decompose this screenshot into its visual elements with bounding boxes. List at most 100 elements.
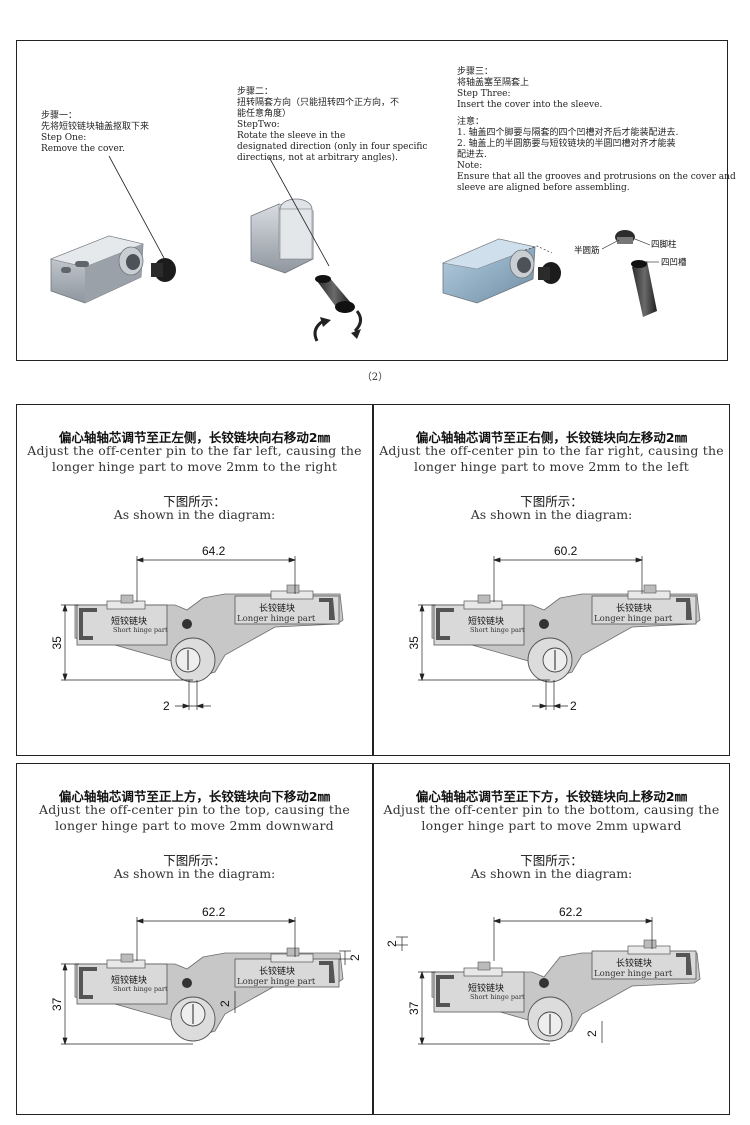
set-screw [539,619,549,629]
step-three-text: 步骤三： 将轴盖塞至隔套上 Step Three: Insert the cov… [457,67,736,194]
short-hinge-label-cn: 短铰链块 [468,615,504,627]
panel-shown-cn: 下图所示： [520,494,583,509]
short-hinge-label-en: Short hinge part [113,985,168,993]
long-hinge-block [234,595,340,625]
dimension-offset-b: 2 [585,1030,599,1037]
step-two-cn-text-1: 扭转隔套方向（只能扭转四个正方向，不 [237,98,400,108]
panel-en-line-1: Adjust the off-center pin to the far lef… [27,443,362,458]
short-rail-slot [436,975,454,1007]
panel-en-line-2: longer hinge part to move 2mm downward [55,818,334,833]
dimension-width: 64.2 [202,544,226,558]
callout-four-pin: 四脚柱 [651,239,677,250]
dimension-height: 37 [50,997,64,1011]
panel-en-line-2: longer hinge part to move 2mm to the lef… [414,459,689,474]
dimension-lines [61,556,297,710]
sleeve-rotation-image [250,156,362,342]
long-hinge-label-en: Longer hinge part [237,977,316,987]
panel-shown-en: As shown in the diagram: [470,507,633,522]
panel-en-line-1: Adjust the off-center pin to the bottom,… [383,802,720,817]
dimension-height: 37 [407,1001,421,1015]
panel-title: 偏心轴轴芯调节至正上方，长铰链块向下移动2㎜ [58,789,331,804]
long-screw-top [286,584,300,594]
dimension-height: 35 [50,636,64,650]
panel-shown-cn: 下图所示： [520,853,583,868]
step-two-en-title: StepTwo: [237,120,280,130]
panel-shown-en: As shown in the diagram: [113,866,276,881]
step-two-cn-text-2: 能任意角度） [237,109,292,119]
step-two-en-text-1: Rotate the sleeve in the [237,131,346,141]
step-one-en-title: Step One: [41,133,87,143]
step-two-en-text-3: directions, not at arbitrary angles). [237,153,398,163]
long-hinge-label-en: Longer hinge part [594,969,673,979]
panel-shown-cn: 下图所示： [163,494,226,509]
long-hinge-label-cn: 长铰链块 [259,602,295,614]
long-screw-top [286,947,300,957]
panel-shown-cn: 下图所示： [163,853,226,868]
dimension-lines [61,917,351,1046]
dimension-width: 62.2 [202,905,226,919]
short-screw-top [120,953,134,963]
step-three-cn-title: 步骤三： [457,67,494,77]
short-hinge-label-en: Short hinge part [113,626,168,634]
dimension-offset: 2 [385,940,399,947]
long-rail-slot [676,953,692,975]
set-screw [182,619,192,629]
note-en-1: Ensure that all the grooves and protrusi… [457,172,736,182]
long-rail-slot [319,598,335,620]
long-hinge-label-en: Longer hinge part [594,614,673,624]
step-one-cn-text: 先将短铰链块轴盖抠取下来 [41,122,150,132]
dimension-offset: 2 [570,699,577,713]
short-screw-top [477,961,491,971]
short-hinge-block-image [50,155,176,304]
short-hinge-label-cn: 短铰链块 [468,982,504,994]
figure-caption: （2） [361,372,389,383]
panel-title: 偏心轴轴芯调节至正左侧，长铰链块向右移动2㎜ [58,430,331,445]
short-hinge-label-cn: 短铰链块 [111,974,147,986]
assembly-steps-box: 步骤一： 先将短铰链块轴盖抠取下来 Step One: Remove the c… [16,40,736,361]
step-three-en-text: Insert the cover into the sleeve. [457,100,603,110]
callout-half-rib: 半圆筋 [574,245,600,256]
long-rail-slot [319,961,335,983]
adjustment-panel-bottom: 偏心轴轴芯调节至正下方，长铰链块向上移动2㎜ Adjust the off-ce… [373,763,730,1115]
note-cn-1: 1. 轴盖四个脚要与隔套的四个凹槽对齐后才能装配进去. [457,128,679,138]
step-one-en-text: Remove the cover. [41,144,125,154]
panel-en-line-1: Adjust the off-center pin to the far rig… [379,443,724,458]
step-one-text: 步骤一： 先将短铰链块轴盖抠取下来 Step One: Remove the c… [41,111,149,155]
dimension-width: 62.2 [559,905,583,919]
note-cn-2b: 配进去. [457,150,487,160]
dimension-offset: 2 [348,954,362,961]
long-hinge-label-cn: 长铰链块 [616,957,652,969]
panel-title: 偏心轴轴芯调节至正下方，长铰链块向上移动2㎜ [415,789,688,804]
short-rail-slot [79,967,97,999]
note-cn-title: 注意： [457,117,485,127]
short-hinge-label-en: Short hinge part [470,993,525,1001]
adjustment-panel-right: 偏心轴轴芯调节至正右侧，长铰链块向左移动2㎜ Adjust the off-ce… [373,404,730,756]
long-rail-slot [676,598,692,620]
step-two-cn-title: 步骤二： [237,87,274,97]
note-en-title: Note: [457,161,483,171]
cover-insert-image: 半圆筋 四脚柱 四凹槽 [441,230,687,317]
panel-title: 偏心轴轴芯调节至正右侧，长铰链块向左移动2㎜ [415,430,688,445]
callout-four-groove: 四凹槽 [661,257,687,268]
panel-shown-en: As shown in the diagram: [470,866,633,881]
step-two-en-text-2: designated direction (only in four speci… [237,142,428,152]
dimension-height: 35 [407,636,421,650]
step-two-text: 步骤二： 扭转隔套方向（只能扭转四个正方向，不 能任意角度） StepTwo: … [237,87,427,164]
dimension-lines [396,917,654,1046]
dimension-offset-b: 2 [218,1000,232,1007]
set-screw [539,978,549,988]
long-hinge-label-cn: 长铰链块 [259,965,295,977]
short-rail-slot [79,608,97,640]
dimension-width: 60.2 [554,544,578,558]
panel-en-line-2: longer hinge part to move 2mm upward [421,818,682,833]
step-one-cn-title: 步骤一： [41,111,78,121]
long-hinge-label-en: Longer hinge part [237,614,316,624]
dimension-lines [418,556,644,710]
short-hinge-label-en: Short hinge part [470,626,525,634]
short-screw-top [120,594,134,604]
adjustment-panel-left: 偏心轴轴芯调节至正左侧，长铰链块向右移动2㎜ Adjust the off-ce… [16,404,373,756]
